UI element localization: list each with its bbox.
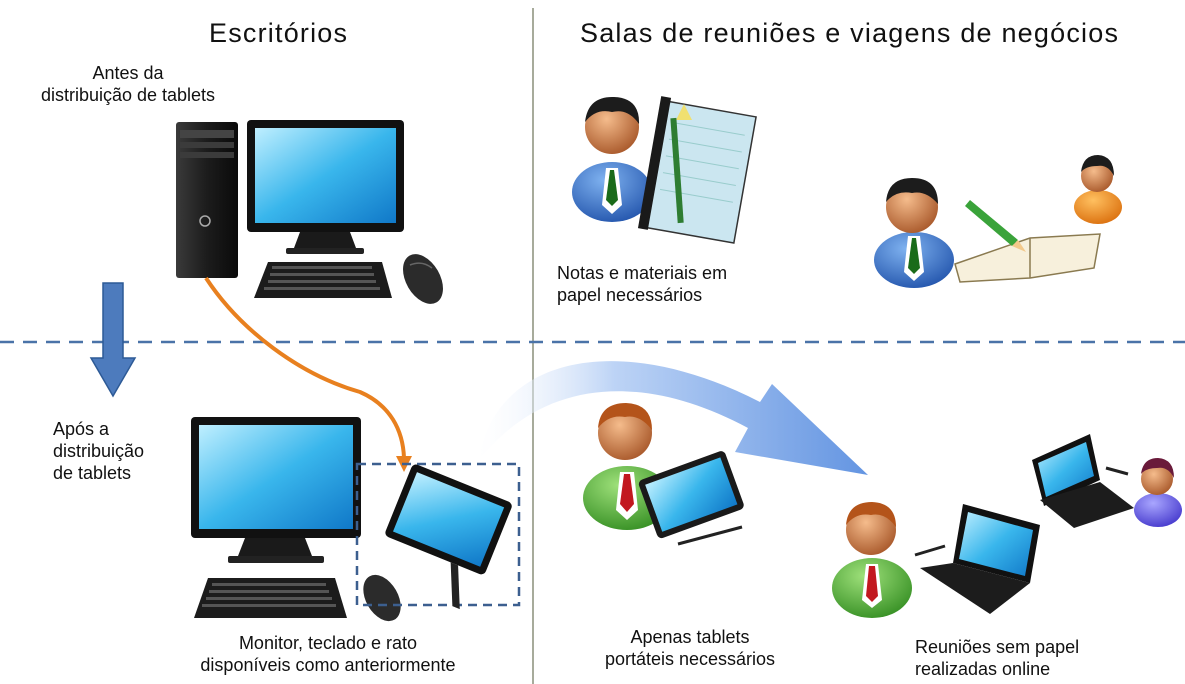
label-tablets-only: Apenas tablets portáteis necessários — [604, 627, 776, 669]
tablet-with-stand-icon — [385, 464, 512, 610]
label-peripherals-available: Monitor, teclado e rato disponíveis como… — [200, 633, 456, 675]
laptop-remote-icon — [1032, 434, 1134, 528]
heading-meetings: Salas de reuniões e viagens de negócios — [580, 18, 1120, 48]
person-woman-orange-icon — [1074, 155, 1122, 224]
down-arrow-icon — [89, 282, 137, 398]
person-with-laptop-icon — [832, 502, 1040, 618]
label-paperless-meetings: Reuniões sem papel realizadas online — [915, 637, 1080, 679]
person-woman-purple-icon — [1134, 458, 1182, 527]
label-before-distribution: Antes da distribuição de tablets — [40, 63, 216, 105]
big-curved-arrow — [478, 361, 868, 475]
desktop-monitor-after-icon — [191, 417, 401, 622]
person-with-clipboard-icon — [572, 96, 757, 244]
label-paper-needed: Notas e materiais em papel necessários — [557, 263, 728, 305]
heading-offices: Escritórios — [209, 18, 349, 48]
person-with-tablet-icon — [583, 403, 744, 546]
label-after-distribution: Após a distribuição de tablets — [53, 419, 145, 483]
person-with-notebook-icon — [874, 178, 1101, 288]
desktop-computer-before-icon — [176, 120, 443, 304]
tablet-dashed-box — [355, 462, 521, 607]
